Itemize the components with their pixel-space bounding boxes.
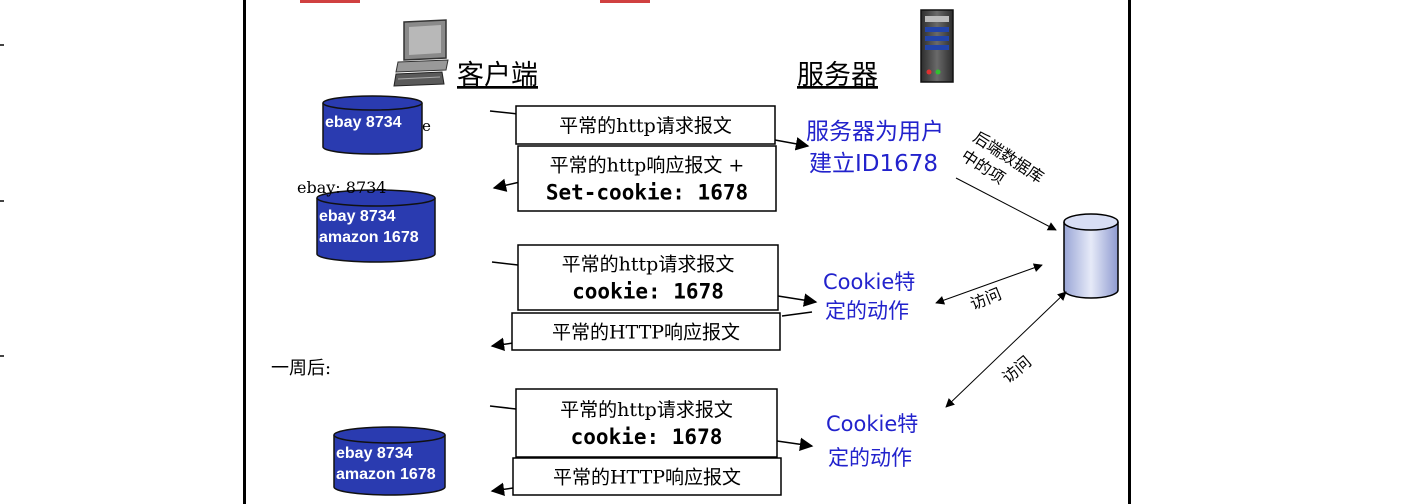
cookie-file-cylinder: ebay 8734 <box>322 95 423 155</box>
message-text: 平常的http请求报文 <box>559 115 732 137</box>
http-request-message: 平常的http请求报文 <box>515 105 776 145</box>
edge-tick <box>0 355 4 357</box>
message-text: 平常的http请求报文 <box>560 399 733 421</box>
http-response-message: 平常的HTTP响应报文 <box>512 457 782 496</box>
cookie-action-label-line2: 定的动作 <box>828 446 912 470</box>
request-line <box>489 110 519 115</box>
edge-tick <box>0 44 4 46</box>
db-entry-arrow <box>955 177 1057 231</box>
cylinder-body <box>316 198 436 263</box>
cylinder-top <box>322 95 423 111</box>
cookie-entry-text: amazon 1678 <box>319 229 419 246</box>
cookie-file-suffix: e <box>422 117 431 135</box>
right-frame-line <box>1128 0 1131 504</box>
server-heading: 服务器 <box>797 60 878 91</box>
cookie-entry-text: amazon 1678 <box>336 466 436 483</box>
request-arrow <box>777 293 818 307</box>
message-text: 平常的http响应报文 + <box>550 155 745 177</box>
message-text: 平常的HTTP响应报文 <box>552 322 740 344</box>
cookie-entry-text: ebay 8734 <box>319 208 396 225</box>
message-box <box>511 312 781 351</box>
response-arrow <box>492 178 521 192</box>
cookie-entry-text: ebay 8734 <box>325 114 402 131</box>
cookie-action-label-line1: Cookie特 <box>823 270 915 294</box>
message-text: 平常的http请求报文 <box>562 254 735 276</box>
cookie-header-text: cookie: 1678 <box>571 425 723 449</box>
server-create-id-label-line2: 建立ID1678 <box>809 151 938 177</box>
cookie-entry-text: ebay 8734 <box>336 445 413 462</box>
http-response-message: 平常的HTTP响应报文 <box>511 312 781 351</box>
cookie-action-label-line1: Cookie特 <box>826 412 918 436</box>
http-request-cookie-message: 平常的http请求报文 cookie: 1678 <box>515 388 778 458</box>
request-arrow <box>774 137 810 151</box>
cylinder-body <box>322 103 423 155</box>
client-heading: 客户端 <box>457 60 538 91</box>
response-arrow <box>490 482 514 496</box>
http-request-cookie-message: 平常的http请求报文 cookie: 1678 <box>517 244 779 311</box>
backend-database-icon <box>1063 213 1119 299</box>
server-create-id-label-line1: 服务器为用户 <box>806 119 944 145</box>
response-arrow <box>490 337 514 351</box>
top-red-sliver <box>300 0 360 3</box>
access-label: 访问 <box>998 352 1035 387</box>
cookie-file-caption: ebay: 8734 <box>297 178 386 197</box>
message-text: 平常的HTTP响应报文 <box>553 467 741 489</box>
message-box <box>515 105 776 145</box>
response-line <box>781 311 813 317</box>
cylinder-top <box>316 189 436 207</box>
db-access-arrow <box>945 291 1067 408</box>
access-label: 访问 <box>967 284 1004 314</box>
client-computer-icon <box>393 19 449 87</box>
message-box <box>517 244 779 311</box>
one-week-later-label: 一周后: <box>271 358 331 379</box>
left-frame-line <box>243 0 246 504</box>
message-box <box>512 457 782 496</box>
backend-db-entry-label: 后端数据库 中的项 <box>958 127 1047 188</box>
http-response-set-cookie-message: 平常的http响应报文 + Set-cookie: 1678 <box>517 145 777 212</box>
cylinder-top <box>333 426 446 444</box>
edge-tick <box>0 200 4 202</box>
request-line <box>491 261 519 266</box>
cookie-action-label-line2: 定的动作 <box>825 299 909 323</box>
cookie-header-text: Set-cookie: 1678 <box>546 181 748 205</box>
top-red-sliver <box>600 0 650 3</box>
cookie-file-cylinder: ebay 8734 amazon 1678 <box>316 189 436 263</box>
request-arrow <box>776 437 814 451</box>
message-box <box>517 145 777 212</box>
request-line <box>489 405 517 410</box>
cookie-header-text: cookie: 1678 <box>572 280 724 304</box>
server-tower-icon <box>920 9 954 83</box>
message-box <box>515 388 778 458</box>
cylinder-body <box>333 435 446 496</box>
cookie-file-cylinder: ebay 8734 amazon 1678 <box>333 426 446 496</box>
